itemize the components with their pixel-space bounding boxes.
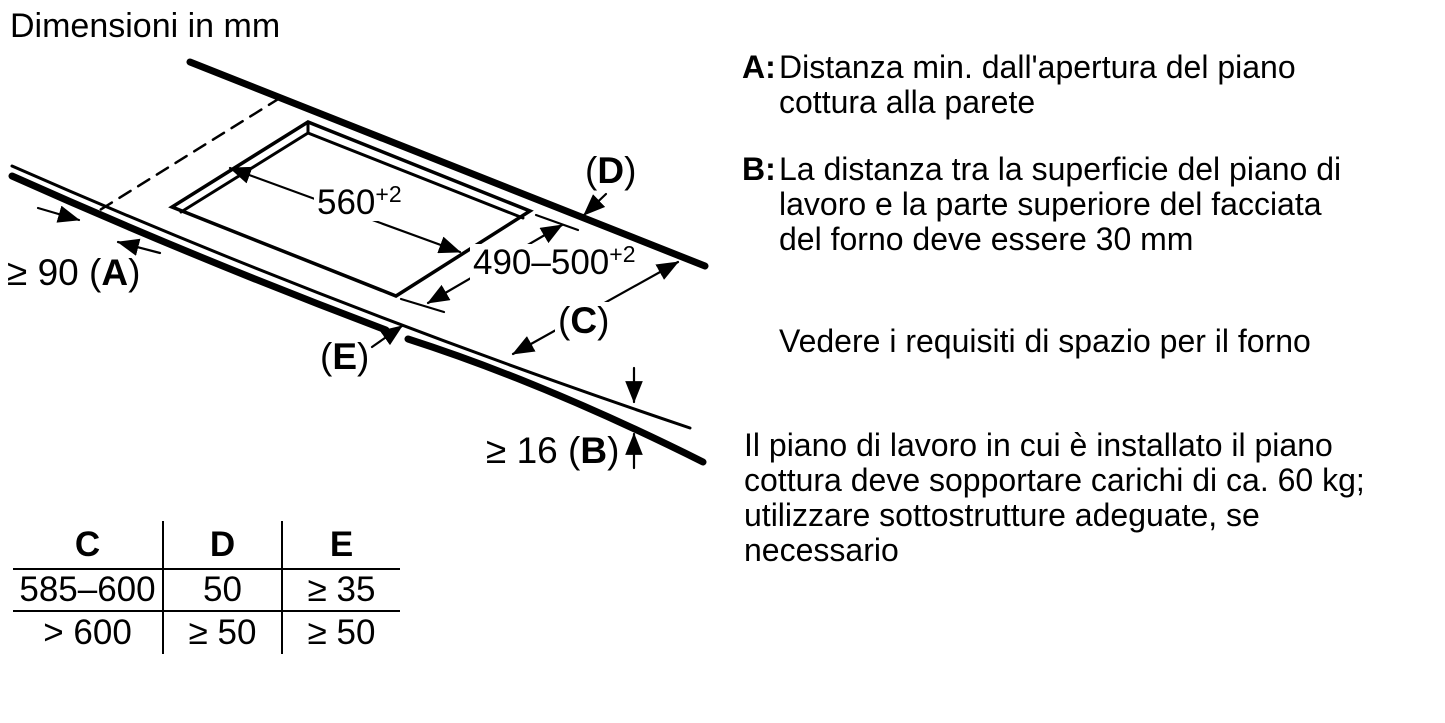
label-d-suffix: ) bbox=[624, 150, 637, 191]
arrow-d bbox=[582, 192, 608, 217]
table-row: 585–600 50 ≥ 35 bbox=[13, 569, 400, 612]
label-a-suffix: ) bbox=[128, 252, 141, 293]
label-e-prefix: ( bbox=[320, 336, 333, 377]
label-b-suffix: ) bbox=[607, 430, 620, 471]
label-a-letter: A bbox=[101, 252, 129, 293]
label-c-letter: C bbox=[570, 300, 598, 341]
note-load-capacity: Il piano di lavoro in cui è installato i… bbox=[744, 427, 1365, 568]
table-header-row: C D E bbox=[13, 521, 400, 570]
table-cell: ≥ 50 bbox=[307, 613, 376, 652]
table-header-c: C bbox=[13, 521, 164, 570]
dim-label-c: (C) bbox=[555, 300, 613, 341]
worktop-front-edge-bottom-left bbox=[8, 172, 390, 334]
arrow-e bbox=[370, 324, 404, 349]
dim-label-e: (E) bbox=[320, 338, 369, 375]
wall-line bbox=[186, 58, 709, 270]
page-title: Dimensioni in mm bbox=[10, 7, 281, 45]
label-c-suffix: ) bbox=[597, 300, 610, 341]
arrow-a-right bbox=[116, 238, 162, 256]
label-d-prefix: ( bbox=[585, 150, 598, 191]
note-b-text: La distanza tra la superficie del piano … bbox=[779, 151, 1342, 257]
label-e-suffix: ) bbox=[357, 336, 370, 377]
dim-560-tolerance: +2 bbox=[375, 181, 402, 207]
table-cell: ≥ 50 bbox=[163, 611, 283, 654]
dimension-limits-table: C D E 585–600 50 ≥ 35 > 600 ≥ 50 ≥ 50 bbox=[13, 521, 400, 654]
dim-label-490-500: 490–500+2 bbox=[470, 241, 639, 282]
dim-label-b: ≥ 16 (B) bbox=[486, 432, 619, 469]
table-cell: ≥ 35 bbox=[282, 569, 400, 612]
table-header-d: D bbox=[163, 521, 283, 570]
dim-label-560: 560+2 bbox=[314, 181, 405, 222]
note-a-label: A: bbox=[742, 49, 776, 85]
note-a-text: Distanza min. dall'apertura del piano co… bbox=[779, 49, 1296, 120]
clearance-dashed-line bbox=[93, 96, 282, 215]
dim-label-d: (D) bbox=[585, 152, 636, 189]
dim-label-a: ≥ 90 (A) bbox=[7, 254, 140, 291]
worktop-front-edge-bottom-right bbox=[404, 335, 707, 466]
table-cell: 50 bbox=[163, 569, 283, 612]
label-b-letter: B bbox=[580, 430, 608, 471]
table-cell: 585–600 bbox=[13, 569, 164, 612]
extension-line-bottom-corner bbox=[399, 297, 446, 314]
dim-560-value: 560 bbox=[317, 183, 376, 222]
label-a-prefix: ≥ 90 ( bbox=[7, 252, 102, 293]
dim-490-500-value: 490–500 bbox=[473, 243, 610, 282]
extension-line-right-corner bbox=[534, 213, 580, 232]
table-header-e: E bbox=[282, 521, 400, 570]
label-e-letter: E bbox=[332, 336, 358, 377]
arrow-a-left bbox=[36, 205, 81, 223]
label-b-prefix: ≥ 16 ( bbox=[486, 430, 581, 471]
note-oven-space: Vedere i requisiti di spazio per il forn… bbox=[779, 323, 1311, 359]
label-c-prefix: ( bbox=[558, 300, 571, 341]
dim-490-500-tolerance: +2 bbox=[609, 241, 636, 267]
note-b-label: B: bbox=[742, 151, 776, 187]
worktop-cutout-drawing bbox=[8, 58, 709, 470]
label-d-letter: D bbox=[597, 150, 625, 191]
table-row: > 600 ≥ 50 ≥ 50 bbox=[13, 611, 400, 654]
table-cell: > 600 bbox=[13, 611, 164, 654]
